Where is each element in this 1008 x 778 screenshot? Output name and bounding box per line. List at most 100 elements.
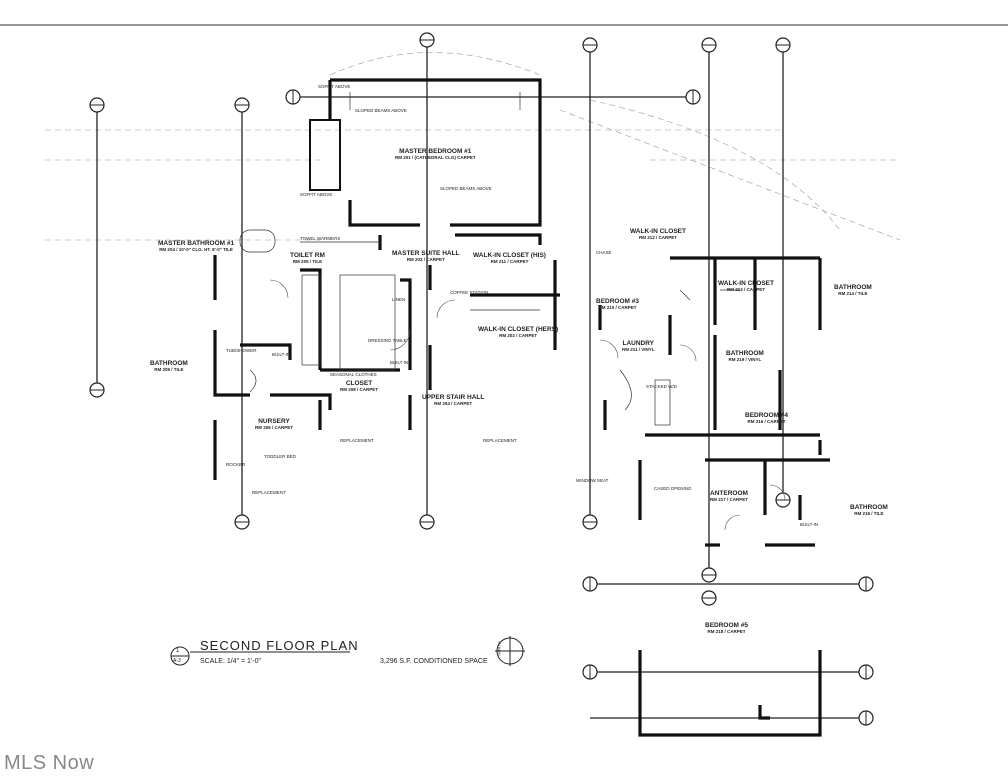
drawing-scale: SCALE: 1/4" = 1'-0" [200, 658, 261, 665]
room-toilet: TOILET RM RM 205 / TILE [290, 252, 325, 265]
room-detail: RM 216 / CARPET [747, 419, 786, 424]
room-name: NURSERY [258, 418, 290, 425]
room-detail: RM 218 / CARPET [707, 629, 746, 634]
room-bathroom-left: BATHROOM RM 209 / TILE [150, 360, 188, 373]
note-soffit-above-2: SOFFIT ABOVE [300, 192, 333, 197]
room-master-bathroom: MASTER BATHROOM #1 RM 204 / 10'-0" CLG. … [158, 240, 234, 253]
door-swings [269, 279, 786, 531]
room-detail: RM 213 / CARPET [726, 287, 765, 292]
note-built-in-1: BUILT-IN [390, 360, 409, 365]
room-name: WALK-IN CLOSET (HIS) [473, 252, 546, 259]
room-walk-in-closet-top: WALK-IN CLOSET RM 212 / CARPET [630, 228, 686, 241]
room-name: BEDROOM #3 [596, 298, 639, 305]
note-linen: LINEN [392, 297, 406, 302]
room-nursery: NURSERY RM 206 / CARPET [255, 418, 293, 431]
reference-lines [45, 52, 901, 241]
note-cased-opening: CASED OPENING [654, 486, 692, 491]
room-walk-in-closet-mid: WALK-IN CLOSET RM 213 / CARPET [718, 280, 774, 293]
room-name: WALK-IN CLOSET [630, 228, 686, 235]
room-detail: RM 203 / CARPET [406, 257, 445, 262]
room-bathroom-mid: BATHROOM RM 219 / VINYL [726, 350, 764, 363]
room-name: BATHROOM [150, 360, 188, 367]
note-sloped-beams-2: SLOPED BEAMS ABOVE [440, 186, 492, 191]
room-closet: CLOSET RM 208 / CARPET [340, 380, 378, 393]
room-name: WALK-IN CLOSET (HERS) [478, 326, 559, 333]
title-block: 1 A-3 SECOND FLOOR PLAN SCALE: 1/4" = 1'… [170, 636, 540, 678]
room-detail: RM 211 / CARPET [490, 259, 529, 264]
room-name: ANTEROOM [710, 490, 748, 497]
room-bedroom-3: BEDROOM #3 RM 210 / CARPET [596, 298, 639, 311]
room-detail: RM 210 / CARPET [598, 305, 637, 310]
note-tub-shower: TUB/SHOWER [226, 348, 257, 353]
room-detail: RM 209 / TILE [154, 367, 184, 372]
interior-lines [239, 92, 740, 426]
room-detail: RM 219 / VINYL [728, 357, 762, 362]
room-laundry: LAUNDRY RM 211 / VINYL [622, 340, 655, 353]
room-name: CLOSET [345, 380, 373, 387]
north-label: NORTH [496, 641, 502, 656]
room-name: WALK-IN CLOSET [718, 280, 774, 287]
note-built-in-2: BUILT-IN [272, 352, 291, 357]
room-walk-in-closet-hers: WALK-IN CLOSET (HERS) RM 202 / CARPET [478, 326, 558, 339]
room-bathroom-far: BATHROOM RM 218 / TILE [850, 504, 888, 517]
drawing-title: SECOND FLOOR PLAN [200, 638, 359, 653]
note-dressing-table: DRESSING TABLE [368, 338, 407, 343]
room-detail: RM 205 / TILE [292, 259, 323, 264]
room-name: MASTER BEDROOM #1 [399, 148, 472, 155]
note-toddler-bed: TODDLER BED [264, 454, 296, 459]
room-master-bedroom: MASTER BEDROOM #1 RM 201 / (CATHEDRAL CL… [395, 148, 476, 161]
room-upper-stair-hall: UPPER STAIR HALL RM 204 / CARPET [422, 394, 484, 407]
title-graphics [170, 646, 350, 666]
note-chase: CHASE [596, 250, 612, 255]
room-detail: RM 218 / TILE [854, 511, 884, 516]
grid-bubble-ticks [90, 39, 867, 725]
room-name: UPPER STAIR HALL [422, 394, 485, 401]
note-replacement-3: REPLACEMENT [252, 490, 286, 495]
room-bedroom-4: BEDROOM #4 RM 216 / CARPET [745, 412, 788, 425]
room-name: MASTER SUITE HALL [392, 250, 460, 257]
room-bathroom-right: BATHROOM RM 214 / TILE [834, 284, 872, 297]
room-master-suite-hall: MASTER SUITE HALL RM 203 / CARPET [392, 250, 460, 263]
room-name: BEDROOM #5 [705, 622, 748, 629]
grid-bubbles [89, 32, 874, 726]
room-walk-in-closet-his: WALK-IN CLOSET (HIS) RM 211 / CARPET [473, 252, 546, 265]
room-name: BATHROOM [850, 504, 888, 511]
note-soffit-above: SOFFIT ABOVE [318, 84, 351, 89]
room-detail: RM 201 / (CATHEDRAL CLG) CARPET [395, 155, 476, 160]
room-detail: RM 212 / CARPET [638, 235, 677, 240]
note-built-in-3: BUILT-IN [800, 522, 819, 527]
room-detail: RM 208 / CARPET [340, 387, 379, 392]
grid-lines [96, 40, 870, 719]
note-replacement-1: REPLACEMENT [340, 438, 374, 443]
mls-watermark: MLS Now [4, 752, 95, 774]
room-detail: RM 204 / CARPET [434, 401, 473, 406]
room-detail: RM 202 / CARPET [499, 333, 538, 338]
room-name: BATHROOM [726, 350, 764, 357]
note-rocker: ROCKER [226, 462, 246, 467]
room-detail: RM 211 / VINYL [622, 347, 655, 352]
sheet-ref: A-3 [173, 658, 181, 664]
note-coffee-station: COFFEE STATION [450, 290, 489, 295]
room-anteroom: ANTEROOM RM 217 / CARPET [710, 490, 748, 503]
room-name: MASTER BATHROOM #1 [158, 240, 235, 247]
room-detail: RM 204 / 10'-0" CLG. HT. 8'-0" TILE [159, 247, 233, 252]
room-detail: RM 217 / CARPET [710, 497, 749, 502]
room-name: TOILET RM [290, 252, 325, 259]
note-replacement-2: REPLACEMENT [483, 438, 517, 443]
sheet-number: 1 [176, 648, 180, 654]
room-name: BEDROOM #4 [745, 412, 788, 419]
room-bedroom-5: BEDROOM #5 RM 218 / CARPET [705, 622, 748, 635]
note-sloped-beams: SLOPED BEAMS ABOVE [355, 108, 407, 113]
note-seasonal-clothes: SEASONAL CLOTHES [330, 372, 377, 377]
room-detail: RM 214 / TILE [838, 291, 868, 296]
note-towel-warmers: TOWEL WARMERS [300, 236, 341, 241]
conditioned-area: 3,296 S.F. CONDITIONED SPACE [380, 658, 488, 665]
north-arrow [495, 636, 525, 666]
note-window-seat: WINDOW SEAT [576, 478, 609, 483]
room-name: BATHROOM [834, 284, 872, 291]
room-detail: RM 206 / CARPET [255, 425, 294, 430]
room-name: LAUNDRY [622, 340, 655, 347]
walls [213, 78, 830, 737]
note-stacked-wd: STACKED W/D [646, 384, 677, 389]
